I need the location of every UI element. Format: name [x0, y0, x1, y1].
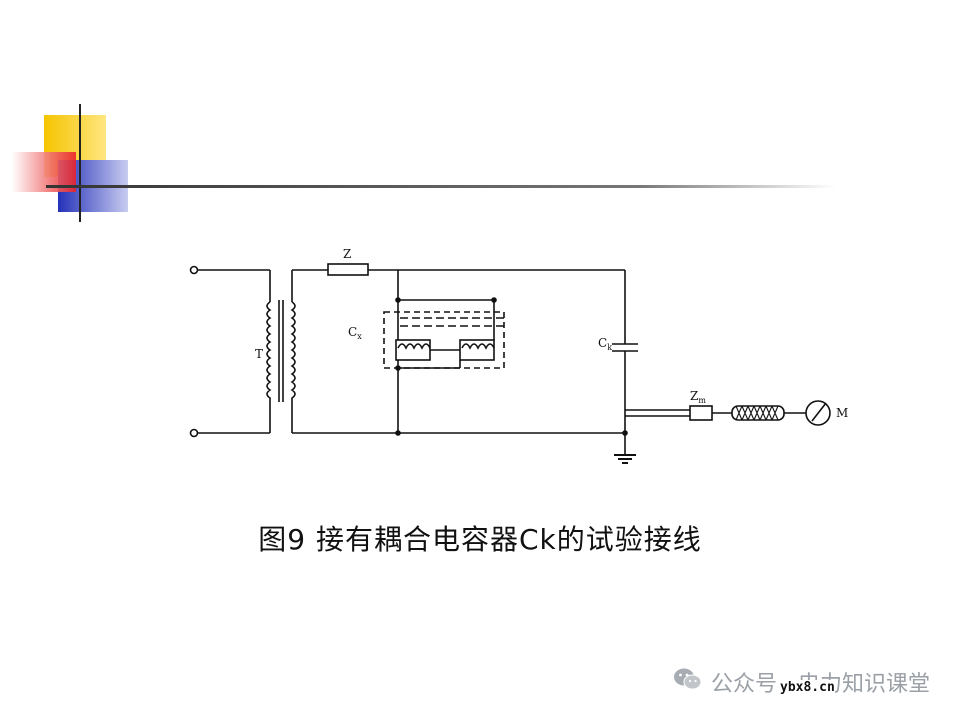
- measuring-impedance-label: Zm: [690, 389, 706, 405]
- test-object-label: Cx: [348, 325, 362, 341]
- site-stamp: ybx8.cn: [780, 680, 835, 695]
- coupling-capacitor-ck: [612, 270, 638, 455]
- meter-label: M: [836, 406, 848, 420]
- transformer: [266, 270, 296, 433]
- coupling-capacitor-label: Ck: [598, 336, 612, 352]
- input-terminal-top: [189, 265, 199, 275]
- slide-corner-decoration: [0, 0, 960, 240]
- corner-squares-graphic: [12, 104, 836, 222]
- test-object-cx: [383, 270, 505, 436]
- meter-icon: [805, 400, 831, 426]
- measuring-impedance-zm: [689, 405, 713, 421]
- series-impedance-z: [327, 263, 369, 276]
- coaxial-cable: [731, 405, 785, 421]
- transformer-label: T: [255, 347, 263, 361]
- figure-caption: 图9 接有耦合电容器Ck的试验接线: [258, 523, 702, 556]
- wechat-icon: [673, 666, 703, 698]
- impedance-label: Z: [343, 247, 351, 261]
- ground-symbol: [614, 454, 636, 464]
- input-terminal-bottom: [189, 428, 199, 438]
